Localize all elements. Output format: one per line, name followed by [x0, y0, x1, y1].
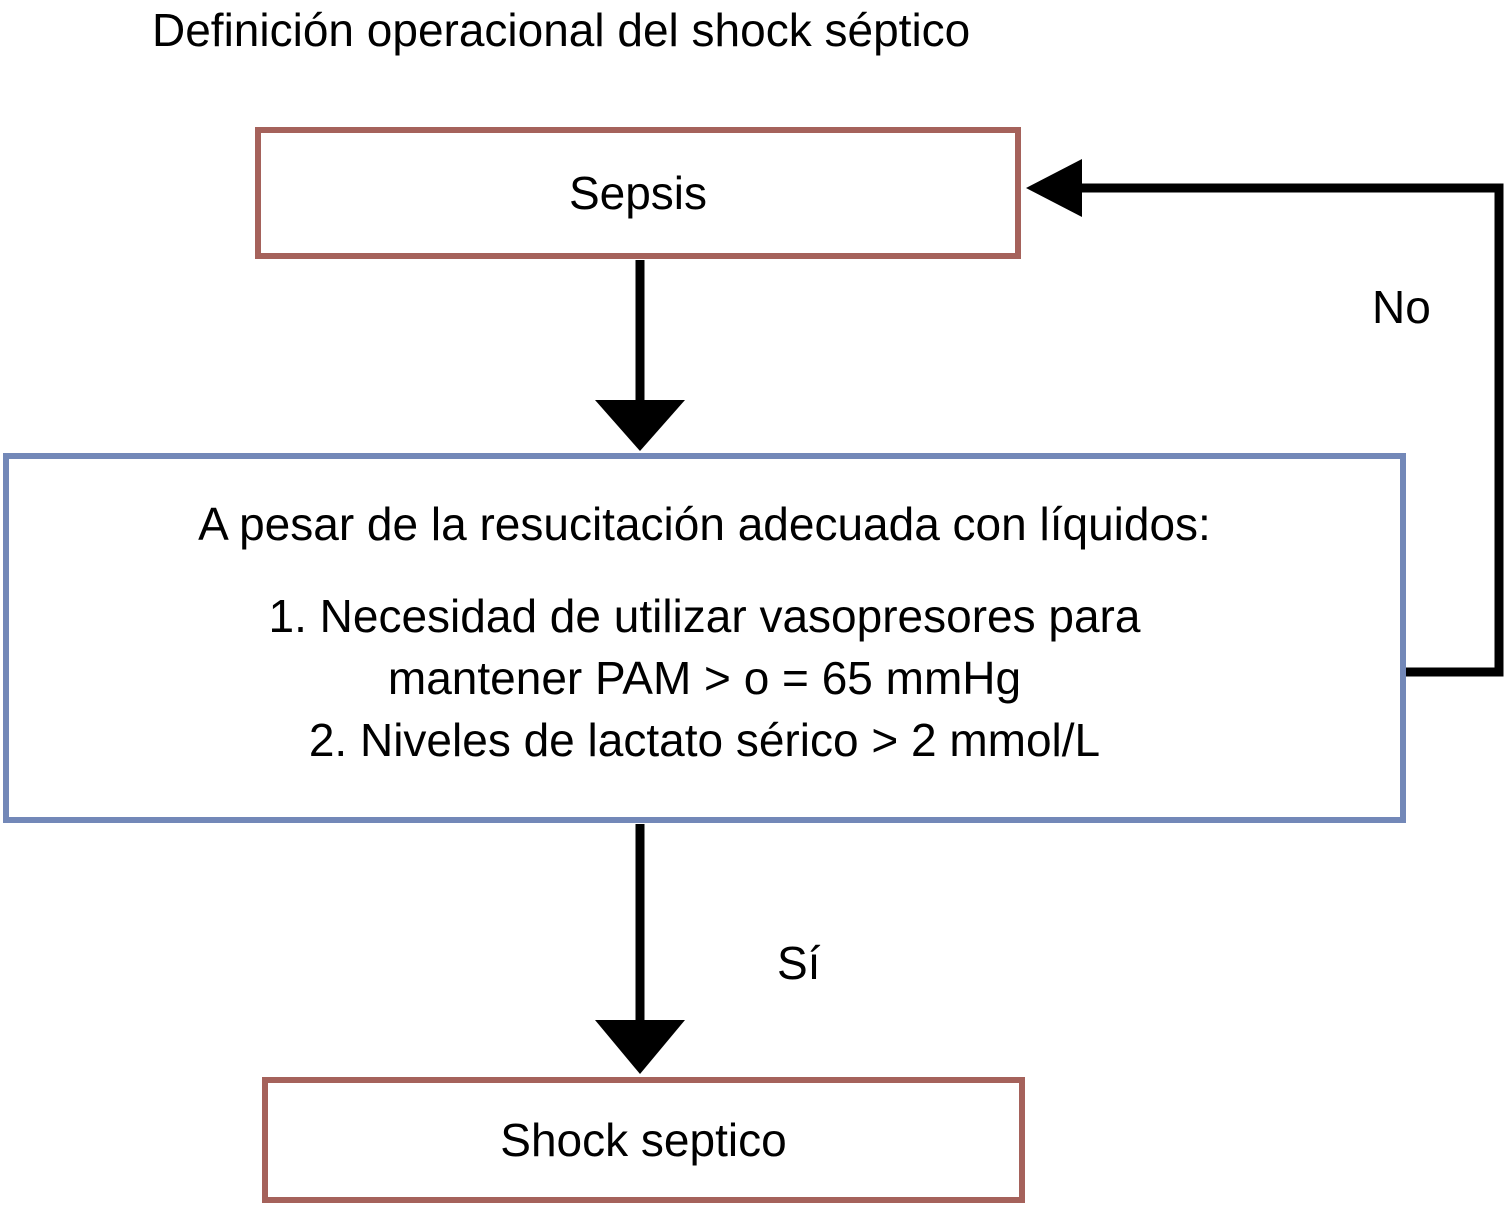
diagram-title: Definición operacional del shock séptico	[152, 4, 971, 56]
edge-label-no: No	[1372, 281, 1431, 333]
edge-label-si: Sí	[777, 937, 821, 989]
criteria-item-1-line-2: mantener PAM > o = 65 mmHg	[387, 652, 1022, 704]
node-shock-septico: Shock septico	[262, 1077, 1025, 1203]
criteria-list: 1. Necesidad de utilizar vasopresores pa…	[9, 585, 1400, 771]
arrow-criteria-to-shock-head	[595, 1020, 685, 1074]
node-sepsis: Sepsis	[255, 127, 1021, 259]
arrow-no-loop-head	[1026, 159, 1082, 217]
criteria-intro: A pesar de la resucitación adecuada con …	[198, 498, 1211, 550]
node-sepsis-label: Sepsis	[568, 167, 708, 219]
criteria-item-1-line-1: 1. Necesidad de utilizar vasopresores pa…	[268, 590, 1141, 642]
arrow-sepsis-to-criteria-head	[595, 400, 685, 451]
criteria-item-2-line-1: 2. Niveles de lactato sérico > 2 mmol/L	[308, 714, 1101, 766]
node-criteria: A pesar de la resucitación adecuada con …	[3, 453, 1406, 823]
node-shock-septico-label: Shock septico	[500, 1114, 787, 1166]
